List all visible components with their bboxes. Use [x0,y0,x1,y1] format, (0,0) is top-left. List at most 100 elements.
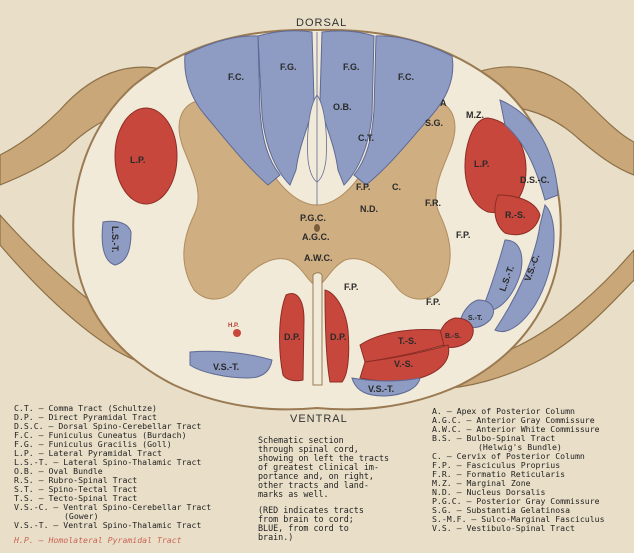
label-awc: A.W.C. [304,253,333,263]
label-ob: O.B. [333,102,352,112]
label-vs: V.-S. [394,359,413,369]
label-fg-left: F.G. [280,62,297,72]
ventral-median-fissure [312,272,323,386]
label-lp-left: L.P. [130,155,145,165]
dp-right-region [324,289,350,383]
label-fp-4: F.P. [426,297,440,307]
bs-region [437,317,474,348]
legend-right-item: B.S. — Bulbo-Spinal Tract [432,433,555,443]
label-fg-right: F.G. [343,62,360,72]
legend-left-item: D.P. — Direct Pyramidal Tract [14,412,157,422]
legend-right-item: F.R. — Formatio Reticularis [432,469,565,479]
legend-left-item: F.C. — Funiculus Cuneatus (Burdach) [14,430,187,440]
rs-region [494,194,541,236]
legend-left-item: O.B. — Oval Bundle [14,466,103,476]
lp-right-region [464,117,527,214]
label-rs: R.-S. [505,210,526,220]
legend-right-item: A.G.C. — Anterior Gray Commissure [432,415,595,425]
description-line: BLUE, from cord to [258,523,349,533]
lst-right-region [481,239,523,312]
legend-left-item: V.S.-C. — Ventral Spino-Cerebellar Tract [14,502,211,512]
label-st: S.-T. [468,315,482,322]
legend-right-item: A. — Apex of Posterior Column [432,406,575,416]
label-ct: C.T. [358,133,374,143]
legend-right-item: P.G.C. — Posterior Gray Commissure [432,496,600,506]
label-fp-1: F.P. [356,182,370,192]
vsc-right-region [494,204,555,332]
fc-right-region [353,35,454,186]
lst-left-region [101,220,132,266]
description-line: other tracts and land- [258,480,369,490]
description-block: Schematic section through spinal cord, s… [258,435,389,542]
legend-left-item: (Gower) [64,511,99,521]
label-pgc: P.G.C. [300,213,326,223]
legend-right-item: N.D. — Nucleus Dorsalis [432,487,545,497]
legend-right-item: S.-M.F. — Sulco-Marginal Fasciculus [432,514,605,524]
dp-left-region [279,293,305,382]
label-lp-right: L.P. [474,159,489,169]
description-line: brain.) [258,532,293,542]
legend-right-item: A.W.C. — Anterior White Commissure [432,424,600,434]
label-vst-left: V.S.-T. [213,362,239,372]
description-line: of greatest clinical im- [258,462,379,472]
legend-right-item: M.Z. — Marginal Zone [432,478,531,488]
description-line: from brain to cord; [258,514,354,524]
legend-left-item: L.P. — Lateral Pyramidal Tract [14,448,162,458]
legend-left-item: F.G. — Funiculus Gracilis (Goll) [14,439,172,449]
label-dp-left: D.P. [284,332,300,342]
lp-left-region [114,107,178,205]
label-fp-3: F.P. [344,282,358,292]
legend-left-item: D.S.C. — Dorsal Spino-Cerebellar Tract [14,421,201,431]
description-line: showing on left the tracts [258,453,389,463]
label-c: C. [392,182,401,192]
vst-right-region [351,377,421,397]
label-ts: T.-S. [398,336,417,346]
label-hp-small: H.P. [228,323,239,329]
label-fc-left: F.C. [228,72,244,82]
label-dp-right: D.P. [330,332,346,342]
legend-left-item: T.S. — Tecto-Spinal Tract [14,493,137,503]
legend-left: C.T. — Comma Tract (Schultze) D.P. — Dir… [13,403,211,545]
legend-right-item: S.G. — Substantia Gelatinosa [432,505,570,515]
label-lst-left: L.S.-T. [110,226,120,253]
dorsal-label: DORSAL [296,17,347,29]
ventral-label: VENTRAL [290,413,348,425]
legend-right-item: V.S. — Vestibulo-Spinal Tract [432,523,575,533]
legend-left-item: S.T. — Spino-Tectal Tract [14,484,137,494]
vst-left-region [189,350,273,379]
legend-left-item: L.S.-T. — Lateral Spino-Thalamic Tract [14,457,201,467]
legend-right-item: F.P. — Fasciculus Proprius [432,460,560,470]
hp-dot [233,329,241,337]
fg-right-region [319,30,375,186]
description-line: portance and, on right, [258,471,374,481]
label-sg: S.G. [425,118,443,128]
legend-right-item: C. — Cervix of Posterior Column [432,451,585,461]
description-line: marks as well. [258,489,329,499]
label-agc: A.G.C. [302,232,330,242]
legend-right: A. — Apex of Posterior Column A.G.C. — A… [432,406,605,533]
dsc-region [499,99,559,201]
description-line: through spinal cord, [258,444,359,454]
label-vst-right: V.S.-T. [368,384,394,394]
legend-left-item: V.S.-T. — Ventral Spino-Thalamic Tract [14,520,201,530]
label-bs: B.-S. [445,333,461,340]
label-a: A [440,98,447,108]
central-canal [314,224,320,232]
legend-left-item: C.T. — Comma Tract (Schultze) [14,403,157,413]
legend-right-item: (Helwig's Bundle) [478,442,562,452]
dorsal-columns [184,30,454,186]
label-fp-2: F.P. [456,230,470,240]
description-line: Schematic section [258,435,344,445]
label-dsc: D.S.-C. [520,175,550,185]
description-line: (RED indicates tracts [258,505,364,515]
label-fc-right: F.C. [398,72,414,82]
fc-left-region [184,35,281,186]
legend-left-item: R.S. — Rubro-Spinal Tract [14,475,137,485]
legend-left-handwritten: H.P. — Homolateral Pyramidal Tract [13,535,182,545]
label-fr: F.R. [425,198,441,208]
fg-left-region [257,30,315,186]
label-mz: M.Z. [466,110,484,120]
label-nd: N.D. [360,204,378,214]
